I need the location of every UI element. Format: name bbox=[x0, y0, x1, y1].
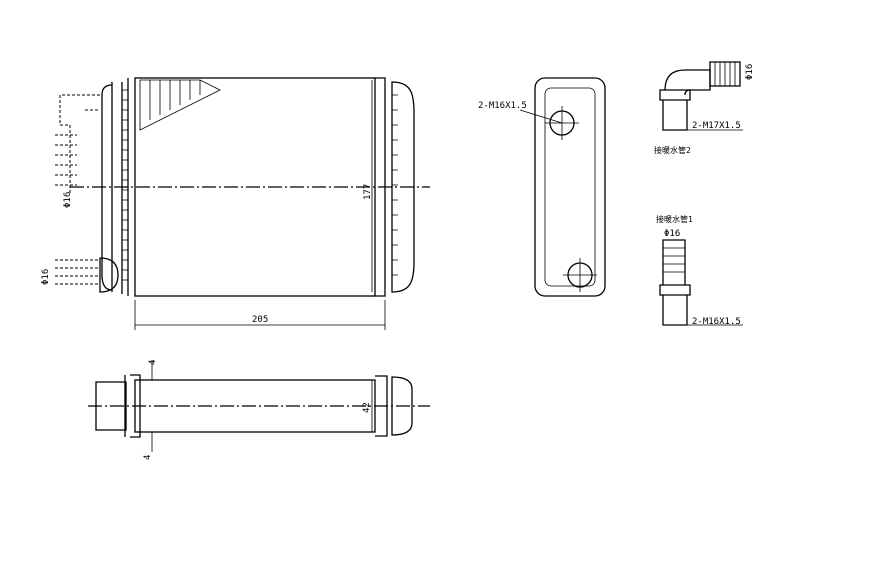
height-dimension: 177 bbox=[363, 184, 373, 200]
pipe-2-caption: 接暖水管2 bbox=[654, 145, 691, 155]
front-view: Φ16 Φ16 177 205 bbox=[41, 77, 430, 330]
pipe-2-diameter: Φ16 bbox=[745, 64, 755, 80]
pipe-1-detail: 接暖水管1 Φ16 2-M16X1.5 bbox=[656, 214, 743, 327]
outlet-diameter-label: Φ16 bbox=[41, 269, 51, 285]
top-tank-dimension: 4 bbox=[148, 360, 158, 365]
pipe-2-thread-label: 2-M17X1.5 bbox=[692, 121, 741, 131]
bottom-tank-dimension: 4 bbox=[143, 455, 153, 460]
pipe-2-detail: Φ16 2-M17X1.5 接暖水管2 bbox=[654, 61, 755, 155]
pipe-1-diameter: Φ16 bbox=[664, 229, 680, 239]
side-view: 2-M16X1.5 bbox=[478, 77, 606, 297]
side-thread-label: 2-M16X1.5 bbox=[478, 101, 527, 111]
pipe-1-caption: 接暖水管1 bbox=[656, 214, 693, 224]
width-dimension: 205 bbox=[252, 315, 268, 325]
depth-dimension: 42 bbox=[362, 402, 372, 413]
top-view: 4 4 42 bbox=[88, 360, 430, 460]
pipe-1-thread-label: 2-M16X1.5 bbox=[692, 317, 741, 327]
inlet-diameter-label: Φ16 bbox=[63, 192, 73, 208]
